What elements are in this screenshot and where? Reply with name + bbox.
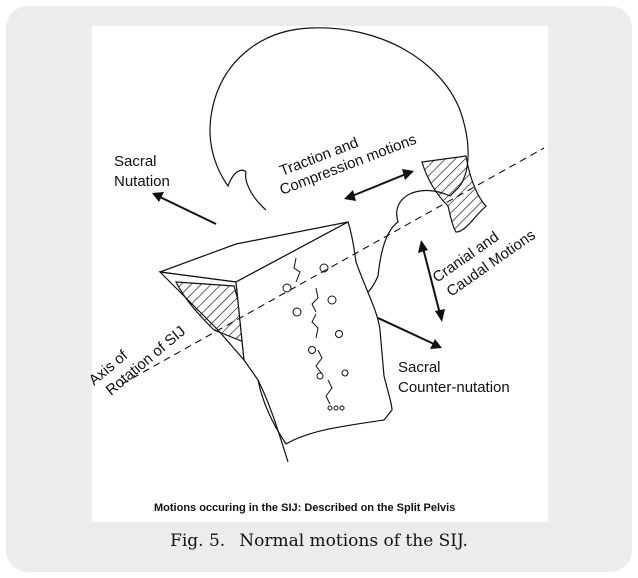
label-counter-nutation-1: Sacral: [398, 359, 441, 376]
iliac-joint-surface: [422, 156, 486, 232]
figure-caption-text: Normal motions of the SIJ.: [239, 531, 468, 551]
label-sacral-nutation-2: Nutation: [114, 173, 170, 190]
counter-nutation-arrow: [378, 318, 434, 344]
traction-arrow: [352, 174, 406, 196]
figure-caption: Fig. 5. Normal motions of the SIJ.: [0, 531, 638, 551]
nutation-arrow: [160, 197, 216, 224]
label-counter-nutation-2: Counter-nutation: [398, 379, 510, 396]
inner-caption: Motions occuring in the SIJ: Described o…: [154, 502, 455, 514]
sacrum: [160, 222, 392, 462]
figure-number: Fig. 5.: [170, 531, 225, 551]
label-sacral-nutation-1: Sacral: [114, 153, 157, 170]
